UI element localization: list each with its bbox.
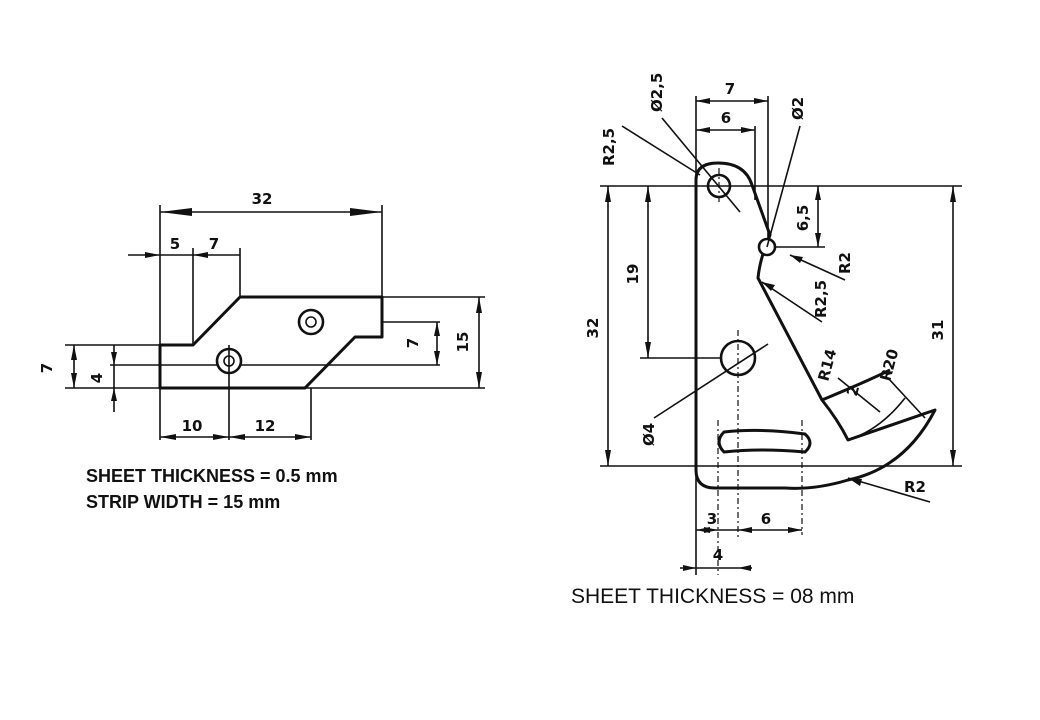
arrow-t7-l: [696, 98, 710, 104]
arrow-t6-l: [696, 127, 710, 133]
arrow-32-left: [160, 208, 192, 216]
leader-dia-2: [766, 125, 801, 248]
arrow-32-right: [350, 208, 382, 216]
dim-label-7-left: 7: [38, 363, 56, 373]
dim-label-r20: R20: [876, 347, 902, 383]
arrow-19-top: [645, 186, 651, 202]
arrow-r2-upper: [790, 255, 803, 263]
dim-label-dia-4: Ø4: [640, 423, 658, 446]
dim-label-4: 4: [88, 373, 106, 383]
arrow-65-top: [815, 186, 821, 200]
arrow-31-bot: [950, 450, 956, 466]
dim-label-15: 15: [454, 332, 472, 353]
dim-label-31: 31: [929, 320, 947, 341]
left-thickness-note: SHEET THICKNESS = 0.5 mm: [86, 466, 338, 486]
dim-label-top-6: 6: [721, 109, 731, 127]
dim-label-7-top: 7: [209, 235, 219, 253]
arrow-4-top: [111, 352, 117, 365]
arrow-31-top: [950, 186, 956, 202]
leader-r20: [887, 377, 926, 419]
arrow-r2-lower: [848, 478, 862, 486]
leader-r2-5-top: [621, 125, 701, 176]
dim-label-32: 32: [252, 190, 273, 208]
arrow-6-r: [788, 527, 802, 533]
dim-label-bottom-3: 3: [707, 510, 717, 528]
arrow-6-l: [738, 527, 752, 533]
hook-inner-curve: [847, 397, 906, 441]
dim-label-r2-5-mid: R2,5: [812, 280, 830, 318]
left-part-drawing: 32 5 7 10 12 7 4 7 15: [38, 190, 485, 512]
arrow-t7-r: [754, 98, 768, 104]
leader-r14: [837, 377, 881, 413]
dim-label-r2-upper: R2: [836, 252, 854, 274]
dim-label-bottom-4: 4: [713, 546, 723, 564]
arrow-7r-top: [434, 322, 440, 336]
dim-label-r2-5-top: R2,5: [600, 128, 618, 166]
arrow-19-bot: [645, 342, 651, 358]
arrow-b4-l: [683, 565, 696, 571]
dim-label-10: 10: [182, 417, 203, 435]
right-part-outline: [694, 161, 937, 490]
arrow-32r-bot: [605, 450, 611, 466]
arrow-65-bot: [815, 233, 821, 247]
leader-r2-lower: [847, 477, 931, 503]
leader-dia-2-5: [661, 117, 741, 213]
dim-label-dia-2: Ø2: [789, 97, 807, 120]
left-width-note: STRIP WIDTH = 15 mm: [86, 492, 280, 512]
dim-label-dia-2-5: Ø2,5: [648, 73, 666, 112]
arrow-5: [145, 252, 160, 258]
arrow-4-bot: [111, 388, 117, 401]
arrow-b4-r: [738, 565, 751, 571]
arrow-3-r: [704, 527, 718, 533]
arrow-r2-5-mid: [762, 282, 775, 291]
arrow-10-right: [213, 434, 229, 440]
left-hole-2-inner: [305, 316, 317, 328]
dim-label-bottom-6: 6: [761, 510, 771, 528]
arrow-32r-top: [605, 186, 611, 202]
dim-label-19: 19: [624, 264, 642, 285]
arrow-7l-top: [71, 345, 77, 360]
dim-label-7-right: 7: [404, 338, 422, 348]
right-thickness-note: SHEET THICKNESS = 08 mm: [571, 585, 854, 608]
hook-arm-upper: [821, 368, 891, 402]
dim-label-12: 12: [255, 417, 276, 435]
arrow-7l-bot: [71, 373, 77, 388]
arrow-7r-bot: [434, 351, 440, 365]
leader-dia-4: [653, 343, 769, 419]
curved-slot: [717, 428, 812, 454]
dim-label-gap-2: 2: [843, 383, 863, 398]
dim-label-r14: R14: [814, 347, 840, 383]
dim-label-6-5: 6,5: [794, 205, 812, 232]
arrow-12-right: [295, 434, 311, 440]
arrow-15-bot: [476, 372, 482, 388]
dim-label-32-right: 32: [584, 318, 602, 339]
dim-label-r2-lower: R2: [904, 478, 926, 496]
arrow-10-left: [160, 434, 176, 440]
arrow-t6-r: [741, 127, 755, 133]
dim-label-top-7: 7: [725, 80, 735, 98]
dim-label-5: 5: [170, 235, 180, 253]
arrow-7: [193, 252, 208, 258]
right-part-drawing: 7 6 Ø2,5 R2,5 Ø2 6,5 R2 R2,5 19: [571, 73, 962, 608]
arrow-12-left: [229, 434, 245, 440]
left-hole-2: [297, 308, 325, 336]
arrow-15-top: [476, 297, 482, 313]
